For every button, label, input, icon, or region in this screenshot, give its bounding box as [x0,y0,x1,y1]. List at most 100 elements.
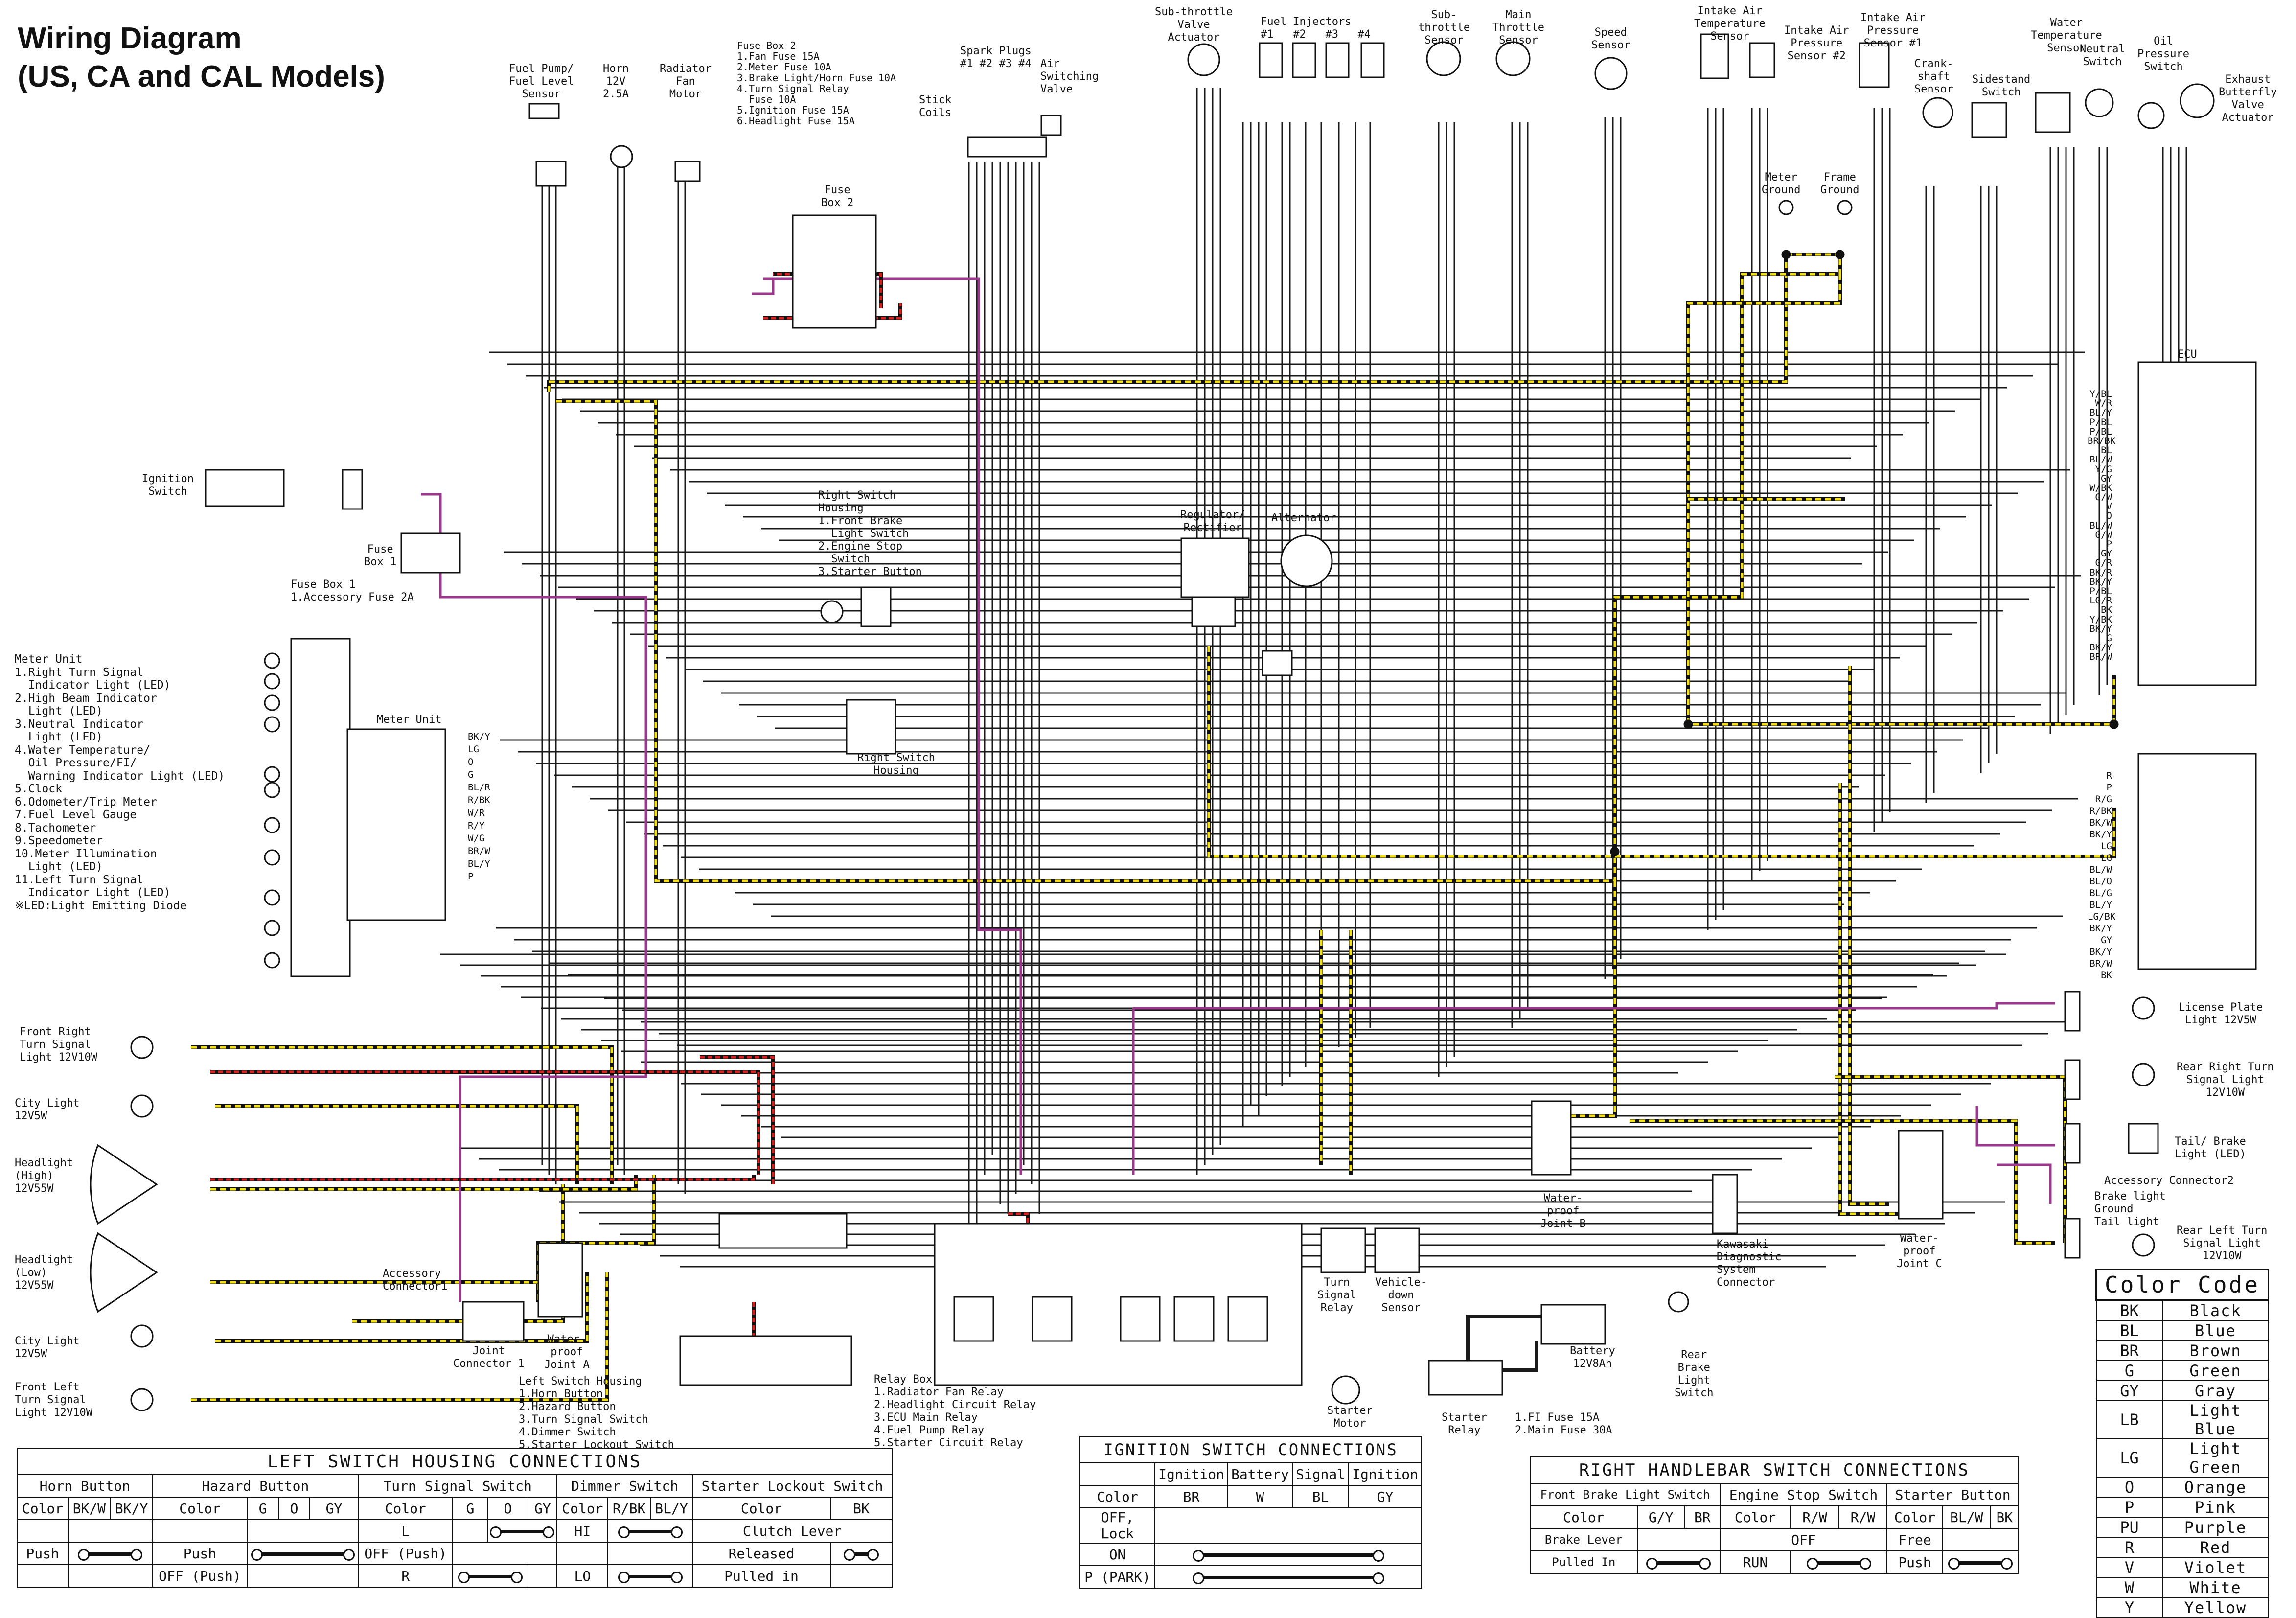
starter-motor-icon [1331,1375,1360,1405]
pin-label: BL/Y [2089,407,2112,418]
cell [452,1519,488,1543]
pin-label: G [2106,632,2112,644]
alternator-connector [1262,650,1293,676]
pin-label: O [2106,510,2112,522]
meter-ground-icon [1778,200,1794,215]
meter-item-marker [264,782,280,798]
bulb-icon [130,1036,154,1059]
intake-air-pressure1-icon [1859,42,1890,88]
cell: GY [1348,1485,1422,1508]
cell: LO [556,1564,609,1588]
oil-pressure-switch-label: Oil Pressure Switch [2137,35,2189,73]
color-name: Orange [2162,1477,2269,1498]
intake-air-pressure2-label: Intake Air Pressure Sensor #2 [1784,24,1849,62]
color-abbr: LG [2095,1438,2163,1478]
connector-icon [2064,991,2081,1032]
waterproof-joint-b-icon [1531,1100,1572,1176]
sub-throttle-actuator-icon [1187,43,1220,76]
license-plate-label: License Plate Light 12V5W [2179,1001,2263,1026]
pin-label: P/BL [2089,426,2112,437]
cell [487,1519,558,1543]
purple-wire [752,279,775,295]
rear-left-turn-label: Rear Left Turn Signal Light 12V10W [2177,1225,2268,1262]
color-abbr: Y [2095,1597,2163,1618]
bulb-icon [130,1094,154,1118]
cell: W [1227,1485,1293,1508]
meter-item-marker [264,952,280,969]
headlight-high-icon [90,1144,158,1225]
cell [528,1564,558,1588]
right-switch-housing-list: Right Switch Housing 1.Front Brake Light… [818,489,922,578]
cell [1079,1462,1156,1486]
cell: ON [1079,1543,1156,1566]
ground-wire-outline [1630,1119,2055,1245]
regulator-label: Regulator/ Rectifier [1180,509,1245,534]
front-right-turn-label: Front Right Turn Signal Light 12V10W [20,1026,97,1063]
ground-wire [556,400,1616,882]
pin-label: Y/BK [2089,614,2112,625]
exhaust-butterfly-label: Exhaust Butterfly Valve Actuator [2219,73,2277,124]
vehicle-down-sensor-icon [1374,1227,1420,1273]
pin-label: BL/Y [468,858,490,869]
ground-wire [537,1175,655,1302]
ground-wire [1630,1119,2055,1245]
pin-label: BK/Y [2089,576,2112,587]
bulb-icon [130,1388,154,1411]
stick-coil-block [967,136,1047,158]
pin-label: G/W [2095,529,2112,540]
kawasaki-diag-connector [1712,1174,1738,1234]
battery-icon [1540,1304,1606,1345]
pin-label: BL/W [2089,864,2112,875]
fuse-box2-list: Fuse Box 2 1.Fan Fuse 15A 2.Meter Fuse 1… [737,40,896,127]
frame-ground-label: Frame Ground [1820,171,1860,196]
cell [607,1519,693,1543]
color-abbr: BL [2095,1320,2163,1341]
meter-item-marker [264,652,280,669]
cell [1154,1543,1422,1566]
pin-label: P [2106,782,2112,793]
cell: R/W [1790,1505,1839,1529]
pin-label: R [2106,770,2112,781]
ignition-switch-label: Ignition Switch [142,473,194,498]
crankshaft-sensor-icon [1922,97,1953,128]
sub-throttle-actuator-label: Sub-throttle Valve Actuator [1155,6,1233,44]
pin-label: LG/R [2089,595,2112,606]
cell [247,1542,359,1565]
alternator-label: Alternator [1271,512,1336,524]
turn-signal-relay-icon [1320,1227,1366,1273]
cell: Free [1886,1528,1943,1551]
cell [1790,1550,1888,1574]
cell: P (PARK) [1079,1565,1156,1589]
starter-motor-label: Starter Motor [1327,1405,1373,1430]
color-code-title: Color Code [2095,1269,2269,1301]
cell: GY [528,1497,558,1520]
fuel-pump-label: Fuel Pump/ Fuel Level Sensor [509,63,574,100]
color-name: Pink [2162,1497,2269,1518]
cell: Battery [1227,1462,1293,1486]
cell [1154,1565,1422,1589]
cell: Color [1886,1505,1943,1529]
color-abbr: V [2095,1557,2163,1578]
cell [607,1542,693,1565]
pin-label: BK/Y [2089,923,2112,934]
pin-label: BL/Y [2089,900,2112,910]
cell [68,1542,153,1565]
waterproof-joint-b-label: Water- proof Joint B [1540,1192,1586,1230]
cell: R/BK [607,1497,651,1520]
group-turn: Turn Signal Switch [357,1474,558,1498]
ground-wire [1613,253,1841,832]
cell: OFF (Push) [357,1542,454,1565]
fuel-injectors-label: Fuel Injectors #1 #2 #3 #4 [1261,16,1371,41]
fuel-injector-icon [1259,42,1283,78]
rear-left-turn-bulb-icon [2132,1233,2155,1257]
group-dimmer: Dimmer Switch [556,1474,693,1498]
ground-wire-outline [1613,253,1842,832]
color-name: Yellow [2162,1597,2269,1618]
license-plate-bulb-icon [2132,996,2155,1020]
ground-wire-outline [352,1184,565,1323]
